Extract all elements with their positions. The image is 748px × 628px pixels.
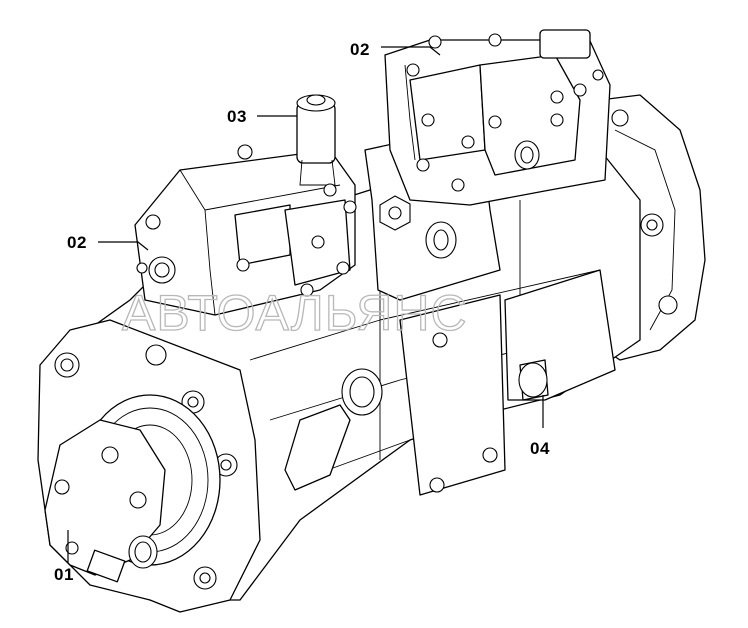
pump-assembly xyxy=(37,29,706,613)
watermark: АВТОАЛЬЯНС xyxy=(122,285,468,341)
callout-03: 03 xyxy=(227,107,247,126)
callouts: 02 03 02 04 01 xyxy=(54,40,550,584)
leader-lines xyxy=(67,46,544,563)
callout-02-top: 02 xyxy=(350,40,370,59)
callout-04: 04 xyxy=(530,439,550,458)
callout-01: 01 xyxy=(54,565,74,584)
callout-02-left: 02 xyxy=(67,233,87,252)
